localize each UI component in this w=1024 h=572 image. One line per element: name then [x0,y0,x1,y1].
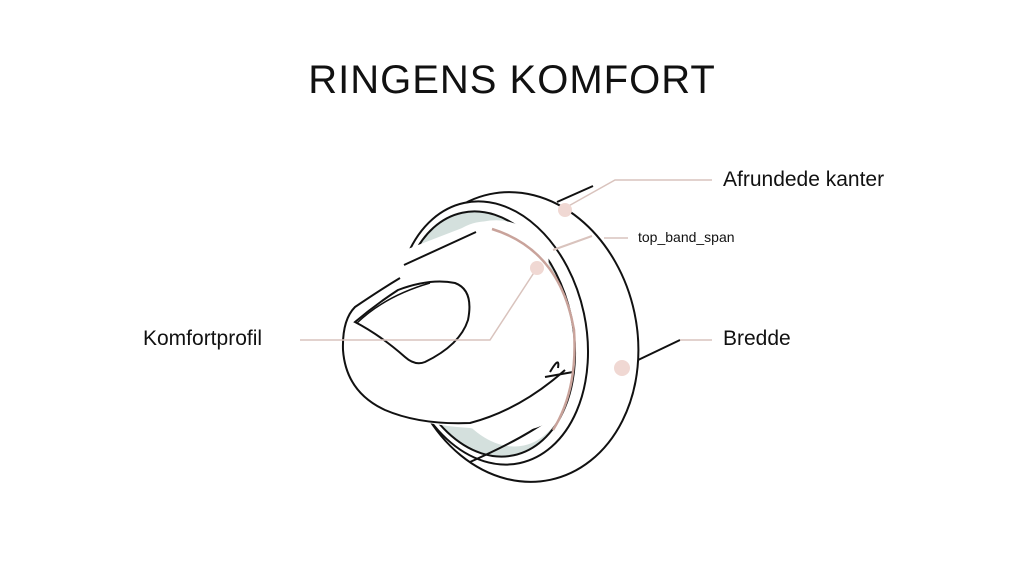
page-title: RINGENS KOMFORT [308,58,716,102]
marker-dot-width [614,360,630,376]
ring-back-line-bottom [635,339,681,362]
fingernail [356,282,431,324]
leader-top-band-span [552,235,593,251]
finger-crease [544,371,574,378]
finger-outline [341,231,566,425]
marker-dot-rounded-edges [558,203,572,217]
ring-back-line-top [556,185,594,203]
leader-rounded-edges [564,179,712,209]
label-top-band-span: top_band_span [638,229,735,245]
comfort-profile-arc [491,227,576,431]
marker-dot-comfort-profile [530,261,544,275]
label-width: Bredde [723,327,791,350]
leader-comfort-profile [300,267,538,341]
label-rounded-edges: Afrundede kanter [723,168,885,191]
label-comfort-profile: Komfortprofil [143,327,263,350]
